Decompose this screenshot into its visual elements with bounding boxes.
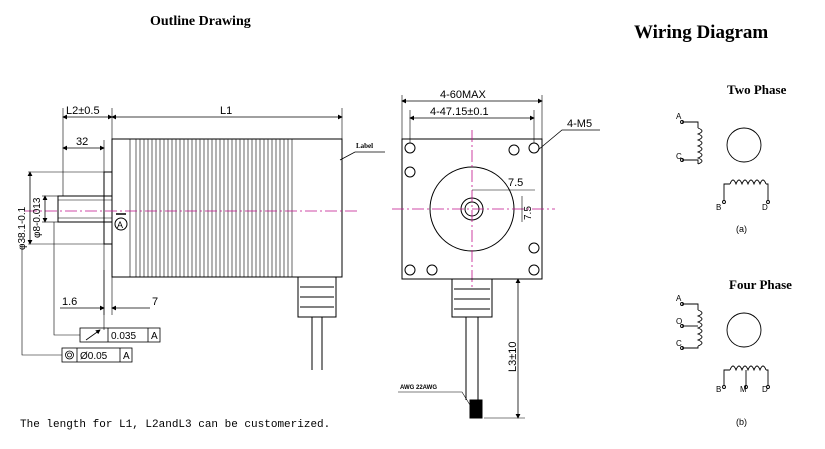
four-phase-m: M bbox=[740, 385, 747, 394]
mount-hole-bl bbox=[404, 264, 416, 276]
dim-7-5-a: 7.5 bbox=[508, 177, 523, 189]
two-phase-d: D bbox=[762, 203, 768, 212]
two-phase-caption: (a) bbox=[736, 224, 747, 234]
four-phase-o: O bbox=[676, 317, 682, 326]
two-phase-a: A bbox=[676, 112, 682, 121]
four-phase-title: Four Phase bbox=[729, 277, 792, 292]
four-phase-diagram bbox=[680, 302, 770, 389]
runout-value: 0.035 bbox=[111, 331, 136, 342]
four-phase-a: A bbox=[676, 294, 682, 303]
dim-1-6: 1.6 bbox=[62, 296, 77, 308]
four-phase-c: C bbox=[676, 339, 682, 348]
four-phase-d: D bbox=[762, 385, 768, 394]
front-view bbox=[392, 95, 600, 419]
four-phase-caption: (b) bbox=[736, 417, 747, 427]
two-phase-title: Two Phase bbox=[727, 82, 787, 97]
l2-dim: L2±0.5 bbox=[66, 105, 100, 117]
body-fins bbox=[129, 139, 293, 277]
outer-dim: 4-60MAX bbox=[440, 89, 487, 101]
two-phase-c: C bbox=[676, 152, 682, 161]
mount-hole-tr bbox=[528, 142, 540, 154]
dim-32: 32 bbox=[76, 136, 88, 148]
thread-dim: 4-M5 bbox=[567, 118, 592, 130]
two-phase-b: B bbox=[716, 203, 721, 212]
runout-datum: A bbox=[151, 331, 158, 342]
mount-hole-tl bbox=[404, 142, 416, 154]
shaft-dia: φ8-0.013 bbox=[32, 197, 43, 238]
l3-dim: L3±10 bbox=[507, 341, 519, 372]
boss-dia: φ38.1-0.1 bbox=[17, 206, 28, 250]
label-tag: Label bbox=[356, 142, 373, 150]
side-view bbox=[21, 108, 385, 370]
concentric-value: Ø0.05 bbox=[80, 351, 108, 362]
l1-dim: L1 bbox=[220, 105, 232, 117]
dim-7-5-b: 7.5 bbox=[523, 206, 534, 220]
concentric-datum: A bbox=[123, 351, 130, 362]
two-phase-diagram bbox=[680, 120, 770, 204]
datum-a-label: A bbox=[117, 220, 123, 230]
hole-pitch-dim: 4-47.15±0.1 bbox=[430, 106, 489, 118]
wiring-title: Wiring Diagram bbox=[634, 22, 768, 43]
dim-7: 7 bbox=[152, 296, 158, 308]
wire-note: AWG 22AWG bbox=[400, 385, 437, 391]
runout-frame: 0.035 A bbox=[79, 327, 161, 343]
four-phase-b: B bbox=[716, 385, 721, 394]
concentric-frame: Ø0.05 A bbox=[61, 347, 133, 363]
mount-hole-br bbox=[528, 264, 540, 276]
footer-note: The length for L1, L2andL3 can be custom… bbox=[20, 419, 330, 431]
outline-title: Outline Drawing bbox=[150, 14, 251, 29]
